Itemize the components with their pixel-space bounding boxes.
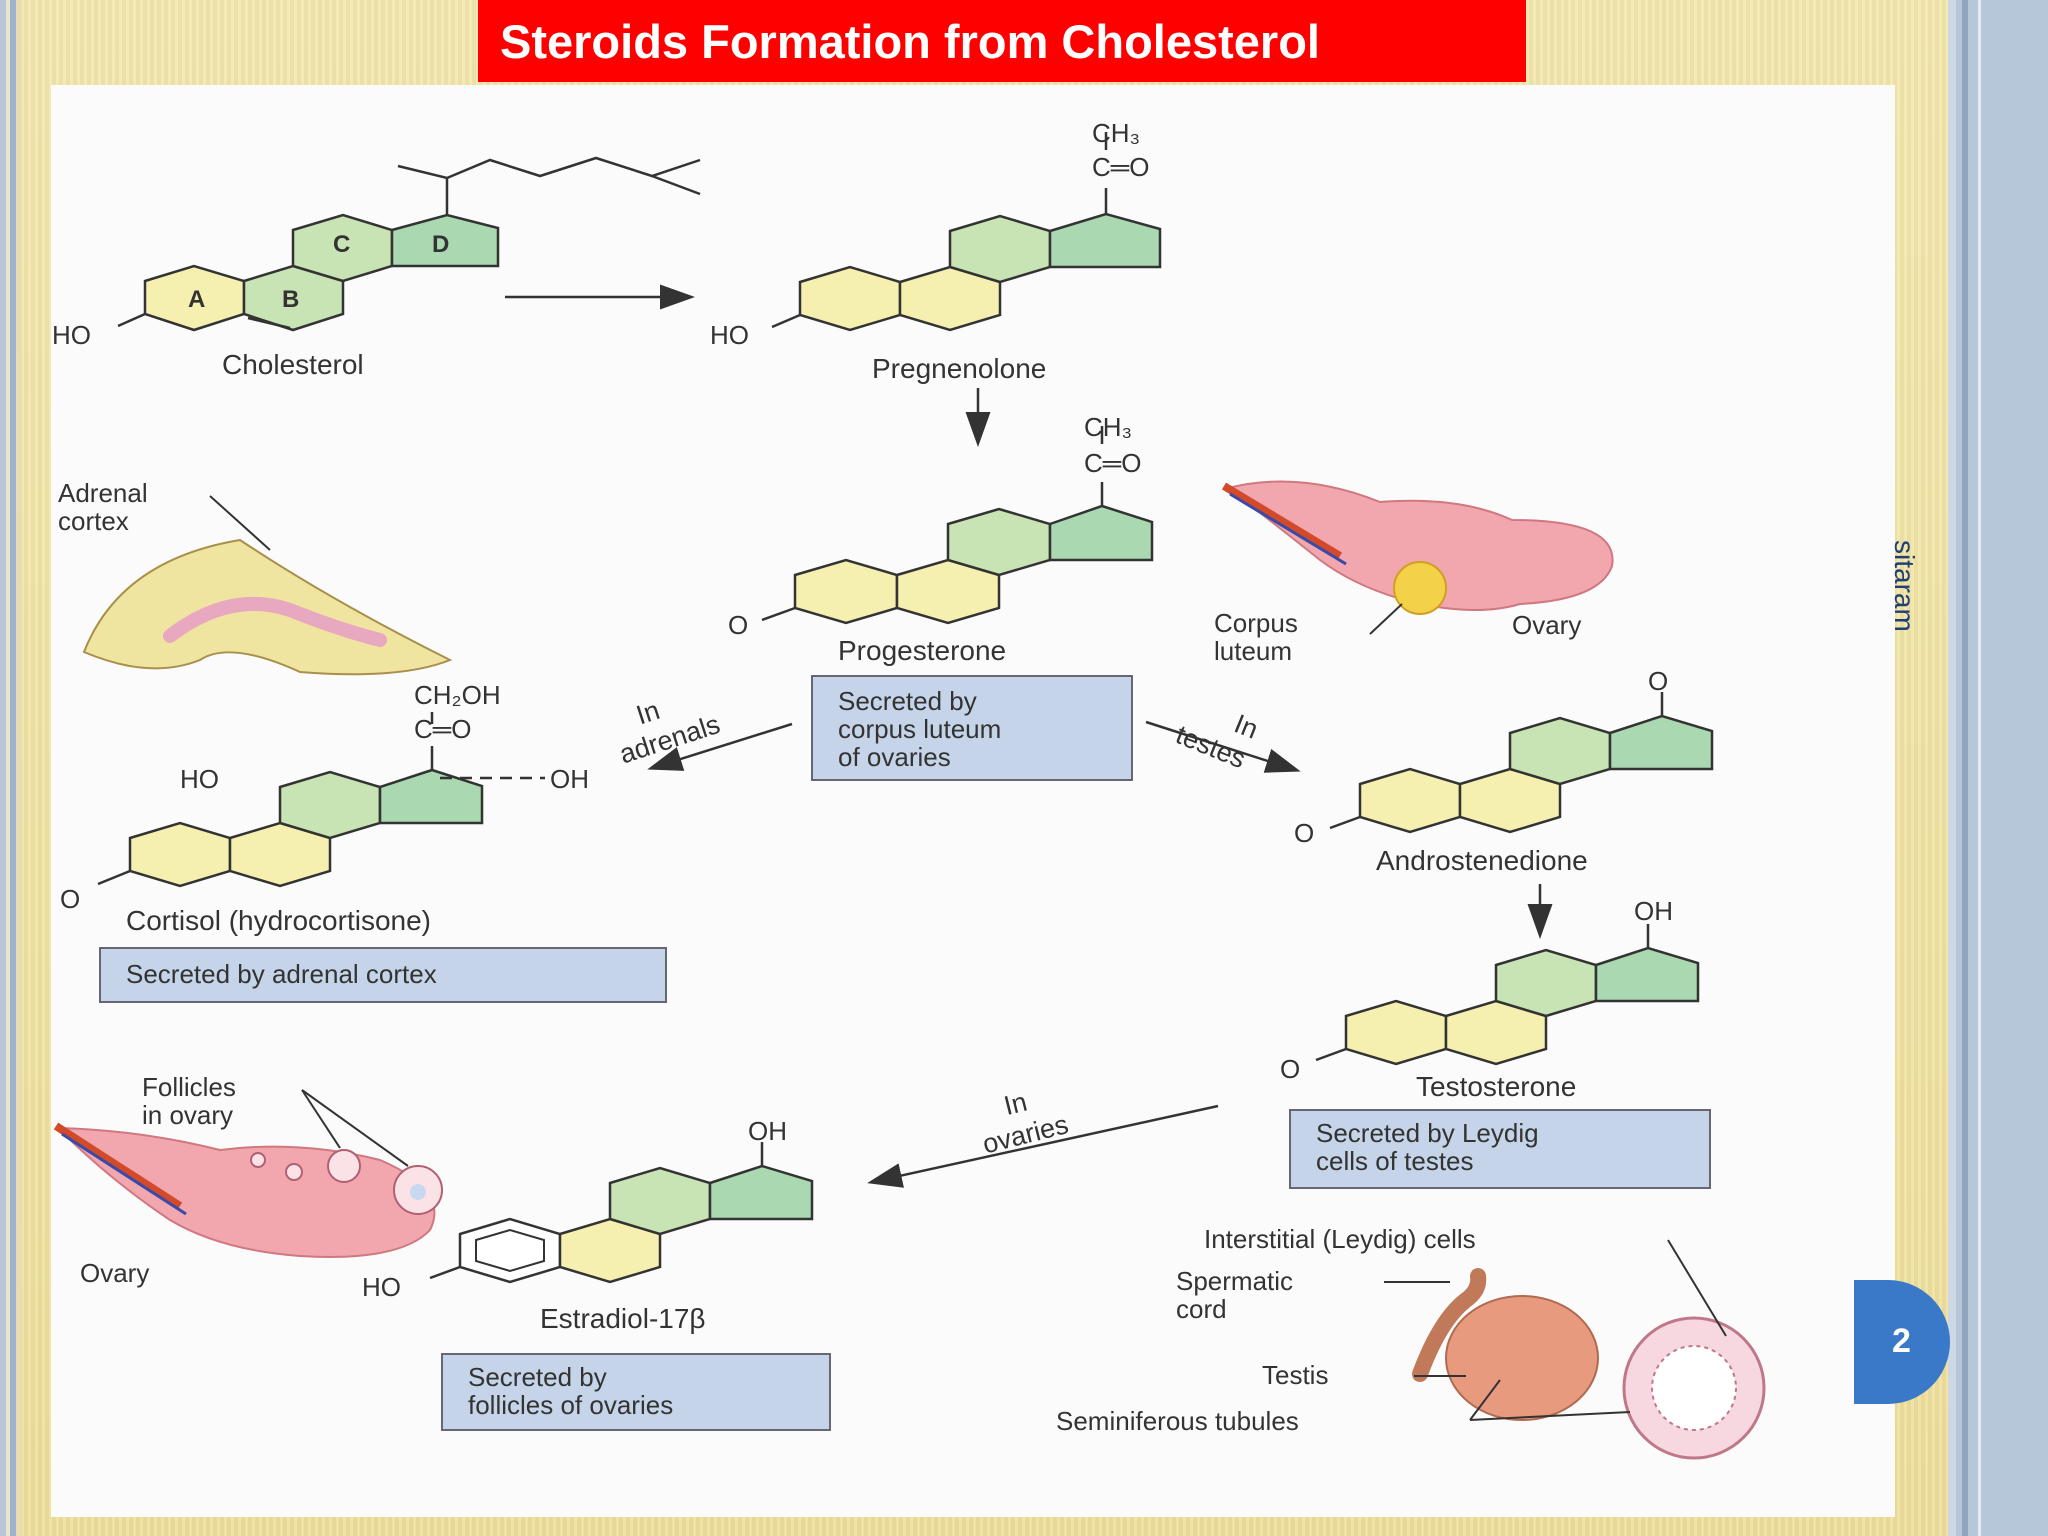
arrow-to-androstenedione xyxy=(1145,720,1301,773)
svg-text:O: O xyxy=(728,610,748,640)
compound-label: Testosterone xyxy=(1416,1071,1576,1102)
ovary-corpus-luteum-illustration xyxy=(1221,480,1614,635)
title-bar: Steroids Formation from Cholesterol xyxy=(478,0,1526,82)
svg-text:In: In xyxy=(633,695,664,730)
svg-text:C═O: C═O xyxy=(1092,152,1149,182)
molecule-cholesterol: A B C D HO Cholesterol xyxy=(52,156,701,380)
svg-text:Secreted by: Secreted by xyxy=(838,686,977,716)
svg-text:C═O: C═O xyxy=(1084,448,1141,478)
svg-text:Secreted by: Secreted by xyxy=(468,1362,607,1392)
label-in-ovaries: In ovaries xyxy=(980,1087,1072,1160)
svg-text:in ovary: in ovary xyxy=(142,1100,233,1130)
ring-label-c: C xyxy=(333,231,350,258)
ring-label-d: D xyxy=(432,231,449,258)
slide-title: Steroids Formation from Cholesterol xyxy=(500,15,1320,68)
label-testis: Testis xyxy=(1262,1360,1328,1390)
compound-label: Pregnenolone xyxy=(872,353,1046,384)
molecule-pregnenolone: C═O CH₃ HO Pregnenolone xyxy=(710,118,1162,384)
svg-text:OH: OH xyxy=(550,764,589,794)
label-follicles: Follicles xyxy=(142,1072,236,1102)
molecule-progesterone: C═O CH₃ O Progesterone xyxy=(728,412,1154,666)
svg-text:Secreted by adrenal cortex: Secreted by adrenal cortex xyxy=(126,959,437,989)
label-corpus-luteum: Corpus xyxy=(1214,608,1298,638)
molecule-cortisol: C═O CH₂OH OH HO O Cortisol (hydrocortiso… xyxy=(60,680,589,936)
label-ovary-bottom: Ovary xyxy=(80,1258,149,1288)
label-spermatic-cord: Spermatic xyxy=(1176,1266,1293,1296)
arrow-to-estradiol xyxy=(867,1104,1219,1188)
ring-label-a: A xyxy=(188,286,205,313)
svg-text:HO: HO xyxy=(362,1272,401,1302)
compound-label: Progesterone xyxy=(838,635,1006,666)
molecule-testosterone: OH O Testosterone xyxy=(1280,896,1700,1102)
label-seminiferous-tubules: Seminiferous tubules xyxy=(1056,1406,1299,1436)
svg-text:cortex: cortex xyxy=(58,506,129,536)
right-border xyxy=(1948,0,2048,1536)
svg-text:Secreted by Leydig: Secreted by Leydig xyxy=(1316,1118,1539,1148)
testis-illustration xyxy=(1384,1239,1766,1460)
molecule-androstenedione: O O Androstenedione xyxy=(1294,666,1714,876)
svg-text:adrenals: adrenals xyxy=(616,709,724,770)
ovary-follicles-illustration xyxy=(53,1089,443,1258)
secretion-box-adrenal: Secreted by adrenal cortex xyxy=(99,947,667,1003)
secretion-box-leydig: Secreted by Leydig cells of testes xyxy=(1289,1109,1711,1189)
svg-text:CH₂OH: CH₂OH xyxy=(414,680,501,710)
svg-text:of ovaries: of ovaries xyxy=(838,742,951,772)
svg-text:O: O xyxy=(1280,1054,1300,1084)
slide-number: 2 xyxy=(1892,1322,1911,1360)
secretion-box-corpus-luteum: Secreted by corpus luteum of ovaries xyxy=(811,675,1133,781)
svg-text:CH₃: CH₃ xyxy=(1084,412,1132,442)
svg-text:OH: OH xyxy=(1634,896,1673,926)
svg-text:HO: HO xyxy=(710,320,749,350)
svg-text:O: O xyxy=(1294,818,1314,848)
left-border xyxy=(0,0,22,1536)
svg-text:luteum: luteum xyxy=(1214,636,1292,666)
label-in-adrenals: In adrenals xyxy=(616,695,724,770)
molecule-estradiol: OH HO Estradiol-17β xyxy=(362,1116,814,1334)
adrenal-gland-illustration xyxy=(82,495,453,676)
label-in-testes: In testes xyxy=(1172,708,1262,774)
svg-text:In: In xyxy=(1001,1087,1030,1122)
arrow-to-cortisol xyxy=(647,722,793,771)
label-interstitial-cells: Interstitial (Leydig) cells xyxy=(1204,1224,1476,1254)
svg-text:corpus luteum: corpus luteum xyxy=(838,714,1001,744)
label-ovary-top: Ovary xyxy=(1512,610,1581,640)
svg-text:C═O: C═O xyxy=(414,714,471,744)
compound-label: Androstenedione xyxy=(1376,845,1588,876)
svg-text:HO: HO xyxy=(180,764,219,794)
slide-number-badge: 2 xyxy=(1854,1280,1950,1404)
label-adrenal-cortex: Adrenal xyxy=(58,478,148,508)
svg-text:CH₃: CH₃ xyxy=(1092,118,1140,148)
ring-label-b: B xyxy=(282,286,299,313)
svg-text:OH: OH xyxy=(748,1116,787,1146)
svg-text:cells of testes: cells of testes xyxy=(1316,1146,1474,1176)
compound-label: Cholesterol xyxy=(222,349,364,380)
secretion-box-follicles: Secreted by follicles of ovaries xyxy=(441,1353,831,1431)
svg-text:cord: cord xyxy=(1176,1294,1227,1324)
svg-text:HO: HO xyxy=(52,320,91,350)
svg-text:In: In xyxy=(1230,708,1262,744)
svg-text:O: O xyxy=(1648,666,1668,696)
svg-text:follicles of ovaries: follicles of ovaries xyxy=(468,1390,673,1420)
compound-label: Estradiol-17β xyxy=(540,1303,706,1334)
svg-text:O: O xyxy=(60,884,80,914)
compound-label: Cortisol (hydrocortisone) xyxy=(126,905,431,936)
